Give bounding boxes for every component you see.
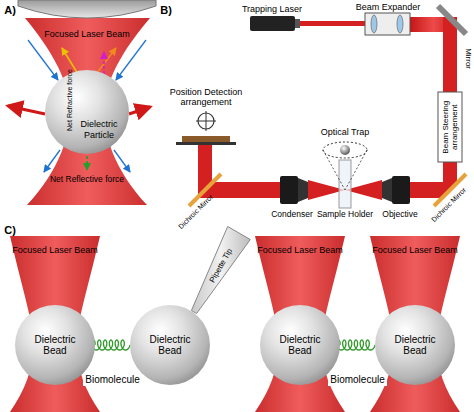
pipette [191, 227, 250, 314]
force-arrows [44, 150, 60, 172]
optical-trap [323, 142, 367, 158]
objective [392, 176, 410, 204]
biomolecule-spring [92, 340, 130, 350]
optical-trap [323, 142, 367, 190]
part-label: Optical Trap [310, 127, 380, 137]
force-arrows [96, 48, 116, 74]
dielectric-bead: Dielectric Bead [260, 305, 340, 385]
edge-label: Biomolecule [83, 374, 141, 386]
condenser [298, 178, 308, 202]
node-text: Dielectric Bead [23, 334, 87, 357]
optical-trap [345, 150, 367, 190]
trapping-laser [250, 16, 295, 31]
panel-letter: A) [0, 4, 20, 17]
dielectric-particle: Dielectric Particle [45, 70, 129, 154]
focusing-lens [18, 0, 156, 18]
optical-trap [340, 145, 350, 155]
beam-expander [365, 13, 410, 35]
part-label: Objective [375, 210, 425, 220]
beam-expander [371, 15, 377, 33]
part-label: Pipette Tip [202, 237, 240, 294]
sample-holder [339, 160, 351, 208]
part-label: Dichroic Mirror [418, 174, 474, 236]
objective [382, 178, 392, 202]
force-label: Net Reflective force [32, 175, 142, 185]
pipette [191, 227, 250, 314]
part-label: Condenser [264, 210, 320, 220]
force-arrows [28, 40, 58, 80]
beam-steering-box [438, 92, 462, 162]
beam-label: Focused Laser Beam [250, 245, 350, 255]
position-detector [206, 111, 207, 131]
beam-label: Focused Laser Beam [5, 245, 105, 255]
force-arrows [116, 40, 146, 80]
part-label: Dichroic Mirror [165, 181, 227, 243]
force-arrows [8, 40, 150, 172]
position-detector [176, 142, 236, 145]
biomolecule-spring [337, 340, 375, 350]
beam-label: Focused Laser Beam [365, 245, 465, 255]
beam-path [197, 17, 458, 200]
trapping-laser [295, 19, 300, 28]
mirror [438, 6, 466, 34]
node-text: Dielectric Bead [383, 334, 447, 357]
focusing-lens [18, 0, 156, 18]
beam-label: Focused Laser Beam [32, 29, 142, 39]
mirror [438, 6, 466, 34]
condenser [280, 176, 298, 204]
position-detector [182, 136, 230, 142]
dielectric-bead: Dielectric Bead [130, 305, 210, 385]
part-label: Trapping Laser [232, 4, 312, 14]
dichroic-mirror [189, 174, 466, 206]
sample-holder [339, 160, 351, 208]
optical-trap [323, 150, 345, 190]
edge-label: Biomolecule [328, 374, 386, 386]
beam-steering-box [438, 92, 462, 162]
node-text: Dielectric Particle [75, 119, 123, 140]
force-label: Net Refractive force [66, 55, 74, 145]
dielectric-bead: Dielectric Bead [375, 305, 455, 385]
laser-beam [10, 236, 460, 412]
force-arrows [114, 150, 130, 172]
laser-beam [25, 18, 150, 205]
force-arrows [8, 106, 45, 114]
panel-letter: C) [0, 224, 20, 237]
force-arrows [129, 107, 150, 114]
beam-expander [365, 13, 410, 35]
part-label: Beam Steering arrangement [441, 94, 459, 160]
part-label: Mirror [463, 38, 472, 78]
position-detector [176, 111, 236, 145]
condenser [280, 176, 308, 204]
dielectric-bead: Dielectric Bead [15, 305, 95, 385]
laser-beam [25, 18, 150, 205]
trapping-laser [250, 16, 300, 31]
node-text: Dielectric Bead [268, 334, 332, 357]
part-label: Beam Expander [348, 2, 428, 12]
force-arrows [86, 156, 88, 170]
beam-expander [397, 15, 403, 33]
beam-path [295, 21, 365, 26]
part-label: Sample Holder [313, 210, 377, 220]
panel-letter: B) [156, 4, 176, 17]
objective [382, 176, 410, 204]
node-text: Dielectric Bead [138, 334, 202, 357]
part-label: Position Detection arrangement [160, 87, 252, 108]
